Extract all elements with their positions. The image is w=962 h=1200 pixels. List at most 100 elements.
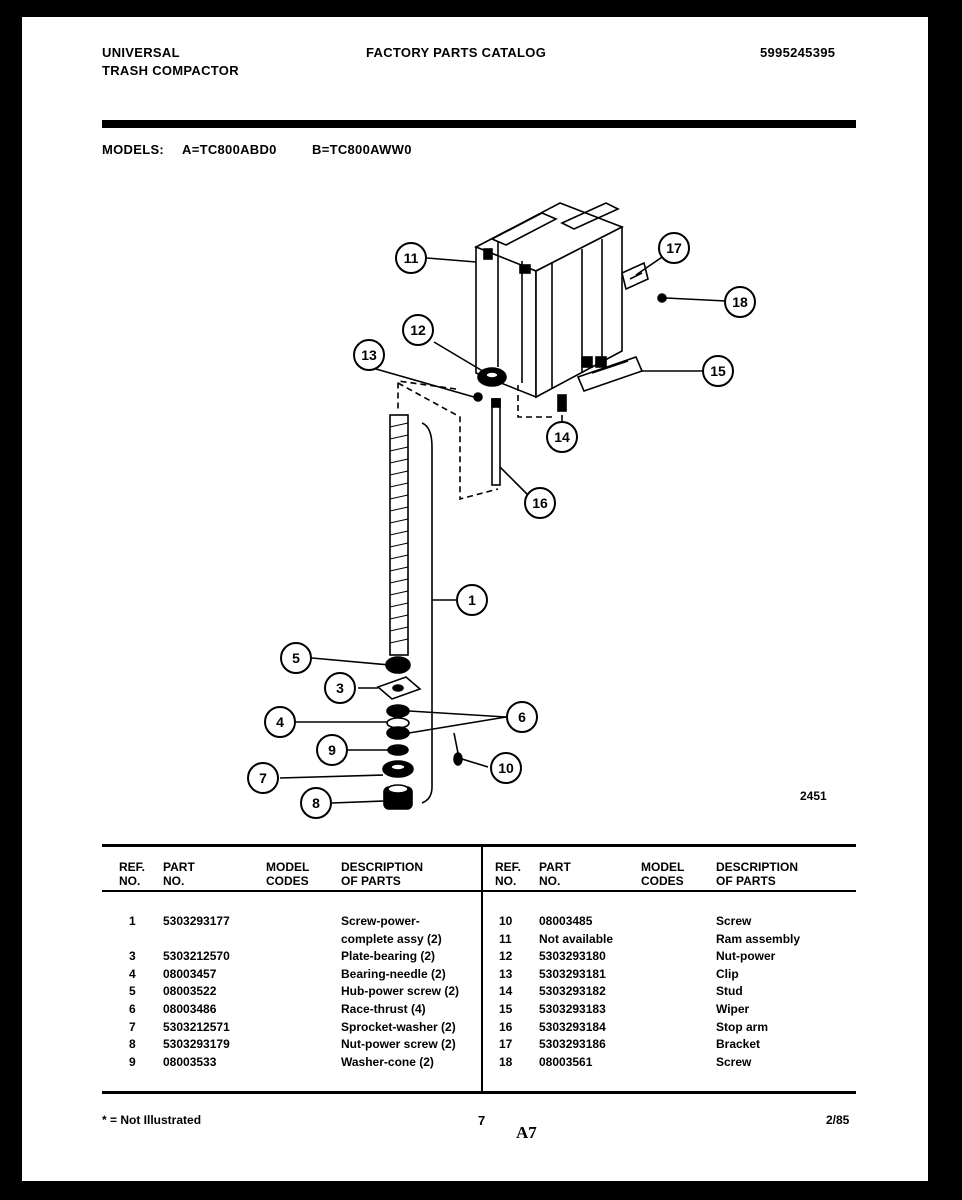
table-cell: complete assy (2) <box>341 931 442 946</box>
table-cell: Ram assembly <box>716 931 801 946</box>
section-code: A7 <box>516 1123 537 1142</box>
ram-assembly-drawing <box>474 202 624 399</box>
table-cell: Screw <box>716 914 752 928</box>
table-cell <box>163 931 263 949</box>
table-cell: 5303293186 <box>539 1037 606 1052</box>
callout-8: 8 <box>300 787 332 819</box>
table-cell: 16 <box>499 1019 513 1034</box>
model-b: B=TC800AWW0 <box>312 142 412 157</box>
table-cell: Plate-bearing (2) <box>341 949 436 964</box>
not-illustrated-note: * = Not Illustrated <box>102 1113 202 1127</box>
table-cell: 12 <box>499 949 513 964</box>
callout-18: 18 <box>724 286 756 318</box>
table-cell: Sprocket-washer (2) <box>341 1019 456 1034</box>
table-cell: 4 <box>129 966 136 981</box>
catalog-page: UNIVERSAL TRASH COMPACTOR FACTORY PARTS … <box>22 17 928 1181</box>
table-cell: Clip <box>716 966 739 981</box>
callout-16: 16 <box>524 487 556 519</box>
callout-6: 6 <box>506 701 538 733</box>
table-cell: 6 <box>129 1001 136 1016</box>
callout-7-label: 7 <box>259 770 267 786</box>
callout-15-label: 15 <box>710 363 726 379</box>
right-ref-header: REF. NO. <box>495 860 522 888</box>
model-a: A=TC800ABD0 <box>182 142 277 157</box>
callout-1-label: 1 <box>468 592 476 608</box>
table-cell: 1 <box>129 914 136 928</box>
table-cell: 08003561 <box>539 1054 593 1069</box>
table-cell: 5303293183 <box>539 1001 606 1016</box>
brand-line2: TRASH COMPACTOR <box>102 63 239 78</box>
callout-11-label: 11 <box>404 250 419 266</box>
table-cell: 08003457 <box>163 966 217 981</box>
callout-3: 3 <box>324 672 356 704</box>
table-cell <box>129 931 149 949</box>
figure-number: 2451 <box>800 789 827 803</box>
left-ref-header: REF. NO. <box>119 860 146 888</box>
table-cell: 5303212571 <box>163 1019 230 1034</box>
table-cell: 08003522 <box>163 984 217 999</box>
table-cell: 08003486 <box>163 1001 217 1016</box>
table-cell: 5303293179 <box>163 1037 230 1052</box>
table-cell: Nut-power <box>716 949 776 964</box>
right-part-column: 08003485 Not available 5303293180 530329… <box>539 913 639 1071</box>
callout-11: 11 <box>395 242 427 274</box>
print-date: 2/85 <box>826 1113 850 1127</box>
table-cell: 7 <box>129 1019 136 1034</box>
table-cell: 18 <box>499 1054 513 1069</box>
table-cell: 14 <box>499 984 513 999</box>
table-cell: 5303212570 <box>163 949 230 964</box>
callout-17-label: 17 <box>666 240 682 256</box>
exploded-parts-diagram: 11 12 13 14 15 16 17 18 1 5 3 4 6 9 10 7… <box>247 202 827 819</box>
models-label: MODELS: <box>102 142 165 157</box>
table-cell: 5303293180 <box>539 949 606 964</box>
catalog-number: 5995245395 <box>760 45 836 60</box>
callout-10-label: 10 <box>498 760 514 776</box>
table-cell: 5303293184 <box>539 1019 606 1034</box>
callout-4-label: 4 <box>276 714 284 730</box>
callout-14-label: 14 <box>554 429 570 445</box>
table-cell: 13 <box>499 966 513 981</box>
callout-13: 13 <box>353 339 385 371</box>
table-cell: 5303293181 <box>539 966 606 981</box>
table-cell: Stud <box>716 984 743 999</box>
table-header-rule <box>102 890 856 892</box>
table-cell: 17 <box>499 1037 513 1052</box>
table-cell: 08003485 <box>539 914 593 928</box>
table-cell: 5303293177 <box>163 914 230 928</box>
brand-line1: UNIVERSAL <box>102 45 180 60</box>
callout-8-label: 8 <box>312 795 320 811</box>
callout-4: 4 <box>264 706 296 738</box>
table-cell: 9 <box>129 1054 136 1069</box>
callout-7: 7 <box>247 762 279 794</box>
right-ref-column: 10 11 12 13 14 15 16 17 18 <box>499 913 529 1071</box>
table-cell: Screw-power- <box>341 914 420 928</box>
callout-14: 14 <box>546 421 578 453</box>
table-cell: Stop arm <box>716 1019 769 1034</box>
callout-12: 12 <box>402 314 434 346</box>
callout-18-label: 18 <box>732 294 748 310</box>
callout-6-label: 6 <box>518 709 526 725</box>
right-desc-column: Screw Ram assembly Nut-power Clip Stud W… <box>716 913 846 1071</box>
table-cell: Hub-power screw (2) <box>341 984 460 999</box>
table-cell: 5303293182 <box>539 984 606 999</box>
table-cell: 11 <box>499 931 512 946</box>
left-ref-column: 1 3 4 5 6 7 8 9 <box>129 913 149 1071</box>
callout-5-label: 5 <box>292 650 300 666</box>
callout-1: 1 <box>456 584 488 616</box>
table-cell: Wiper <box>716 1001 750 1016</box>
table-cell: 08003533 <box>163 1054 217 1069</box>
callout-9: 9 <box>316 734 348 766</box>
right-desc-header: DESCRIPTION OF PARTS <box>716 860 799 888</box>
callout-17: 17 <box>658 232 690 264</box>
catalog-title: FACTORY PARTS CATALOG <box>366 45 547 60</box>
table-bottom-rule <box>102 1091 856 1094</box>
right-model-header: MODEL CODES <box>641 860 685 888</box>
table-cell: 3 <box>129 949 136 964</box>
callout-15: 15 <box>702 355 734 387</box>
callout-5: 5 <box>280 642 312 674</box>
right-part-header: PART NO. <box>539 860 571 888</box>
left-desc-header: DESCRIPTION OF PARTS <box>341 860 424 888</box>
callout-10: 10 <box>490 752 522 784</box>
callout-3-label: 3 <box>336 680 344 696</box>
table-cell: Washer-cone (2) <box>341 1054 434 1069</box>
